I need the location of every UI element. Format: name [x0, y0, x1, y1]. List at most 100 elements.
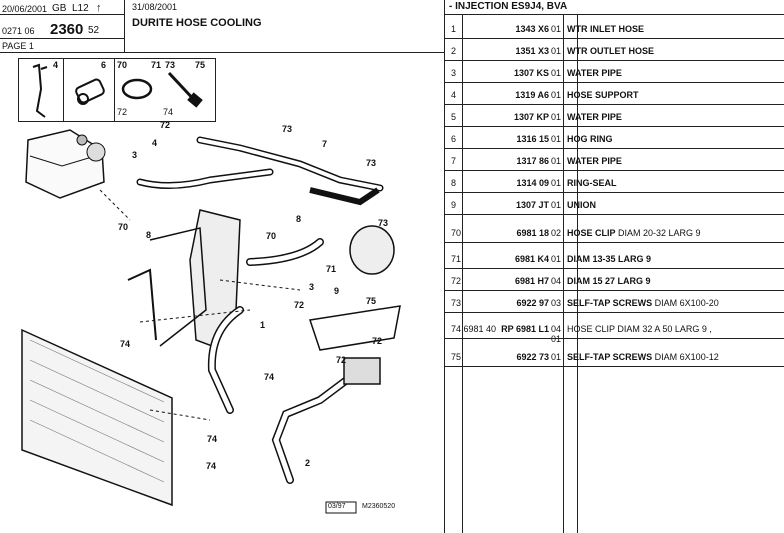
- part-quantity: 01: [550, 178, 561, 188]
- callout-label: 74: [207, 434, 218, 444]
- divider: [444, 148, 784, 149]
- divider: [444, 38, 784, 39]
- part-quantity: 01: [550, 24, 561, 34]
- part-reference: 1307 JT: [515, 200, 549, 210]
- divider: [444, 170, 784, 171]
- part-quantity: 04: [550, 276, 561, 286]
- thumb-label: 73: [165, 60, 176, 70]
- divider: [444, 312, 784, 313]
- row-index: 70: [451, 228, 462, 238]
- part-reference: 6922 97: [516, 298, 549, 308]
- thumbnail-panel: 4 6 70 71 73 75 72 74: [18, 58, 216, 122]
- ref-main: 2360: [50, 21, 84, 38]
- part-reference: 6981 K4: [514, 254, 549, 264]
- thumb-label: 4: [53, 60, 59, 70]
- row-index: 73: [451, 298, 462, 308]
- part-quantity: 01: [550, 254, 561, 264]
- part-description: WATER PIPE: [567, 156, 622, 166]
- model-code: L12: [72, 3, 89, 14]
- part-quantity: 01: [550, 46, 561, 56]
- part-reference: 6981 H7: [514, 276, 549, 286]
- divider: [0, 38, 124, 39]
- callout-label: 72: [372, 336, 383, 346]
- divider: [444, 60, 784, 61]
- page-label: PAGE 1: [2, 41, 34, 51]
- divider: [444, 82, 784, 83]
- row-index: 71: [451, 254, 462, 264]
- part-reference: 1316 15: [516, 134, 549, 144]
- divider: [444, 104, 784, 105]
- thumb-label: 6: [101, 60, 107, 70]
- part-quantity: 01: [550, 68, 561, 78]
- part-reference: RP 6981 L1: [501, 324, 549, 334]
- callout-label: 8: [296, 214, 302, 224]
- divider: [577, 14, 578, 533]
- divider: [0, 52, 444, 53]
- callout-label: 73: [378, 218, 389, 228]
- thumb-label: 71: [151, 60, 162, 70]
- divider: [444, 290, 784, 291]
- row-index: 7: [451, 156, 457, 166]
- part-description: DIAM 15 27 LARG 9: [567, 276, 651, 286]
- page-title: DURITE HOSE COOLING: [132, 17, 262, 29]
- callout-label: 3: [132, 150, 138, 160]
- divider: [462, 14, 463, 533]
- part-description: HOSE SUPPORT: [567, 90, 639, 100]
- date-left: 20/06/2001: [2, 4, 48, 14]
- callout-label: 72: [294, 300, 305, 310]
- part-reference: 1307 KP: [513, 112, 549, 122]
- divider: [444, 214, 784, 215]
- part-description: UNION: [567, 200, 596, 210]
- callout-label: 74: [264, 372, 275, 382]
- part-quantity: 01: [550, 90, 561, 100]
- row-index: 74 6981 40: [451, 324, 497, 334]
- part-description: WTR INLET HOSE: [567, 24, 644, 34]
- date-right: 31/08/2001: [132, 2, 178, 12]
- part-quantity: 01: [550, 200, 561, 210]
- callout-label: 70: [118, 222, 129, 232]
- ref-suffix: 52: [88, 25, 100, 36]
- part-quantity: 01: [550, 112, 561, 122]
- divider: [444, 126, 784, 127]
- row-index: 2: [451, 46, 457, 56]
- part-description: RING-SEAL: [567, 178, 617, 188]
- thumb-label: 72: [117, 107, 128, 117]
- divider: [563, 14, 564, 533]
- part-description: WATER PIPE: [567, 112, 622, 122]
- part-quantity: 02: [550, 228, 561, 238]
- thumbnail-parts-illustration: [32, 63, 203, 118]
- callout-label: 1: [260, 320, 266, 330]
- divider: [444, 338, 784, 339]
- part-reference: 6922 73: [516, 352, 549, 362]
- row-index: 1: [451, 24, 457, 34]
- part-description-detail: DIAM 6X100-20: [652, 298, 719, 308]
- part-reference: 6981 18: [516, 228, 549, 238]
- callout-label: 8: [146, 230, 152, 240]
- part-description-detail: DIAM 6X100-12: [652, 352, 719, 362]
- exploded-parts-diagram: [21, 129, 401, 514]
- callout-label: 74: [120, 339, 131, 349]
- callout-label: 72: [336, 355, 347, 365]
- table-title: - INJECTION ES9J4, BVA: [449, 1, 568, 12]
- divider: [444, 242, 784, 243]
- thumb-label: 75: [195, 60, 206, 70]
- part-description: HOSE CLIP DIAM 20-32 LARG 9: [567, 228, 701, 238]
- part-description: SELF-TAP SCREWS DIAM 6X100-20: [567, 298, 719, 308]
- divider: [444, 192, 784, 193]
- row-index: 75: [451, 352, 462, 362]
- callout-label: 7: [322, 139, 328, 149]
- part-description: DIAM 13-35 LARG 9: [567, 254, 652, 264]
- ref-prefix: 0271 06: [2, 26, 35, 36]
- callout-label: 73: [366, 158, 377, 168]
- up-arrow-icon: ↑: [96, 2, 102, 14]
- callout-label: 72: [160, 120, 171, 130]
